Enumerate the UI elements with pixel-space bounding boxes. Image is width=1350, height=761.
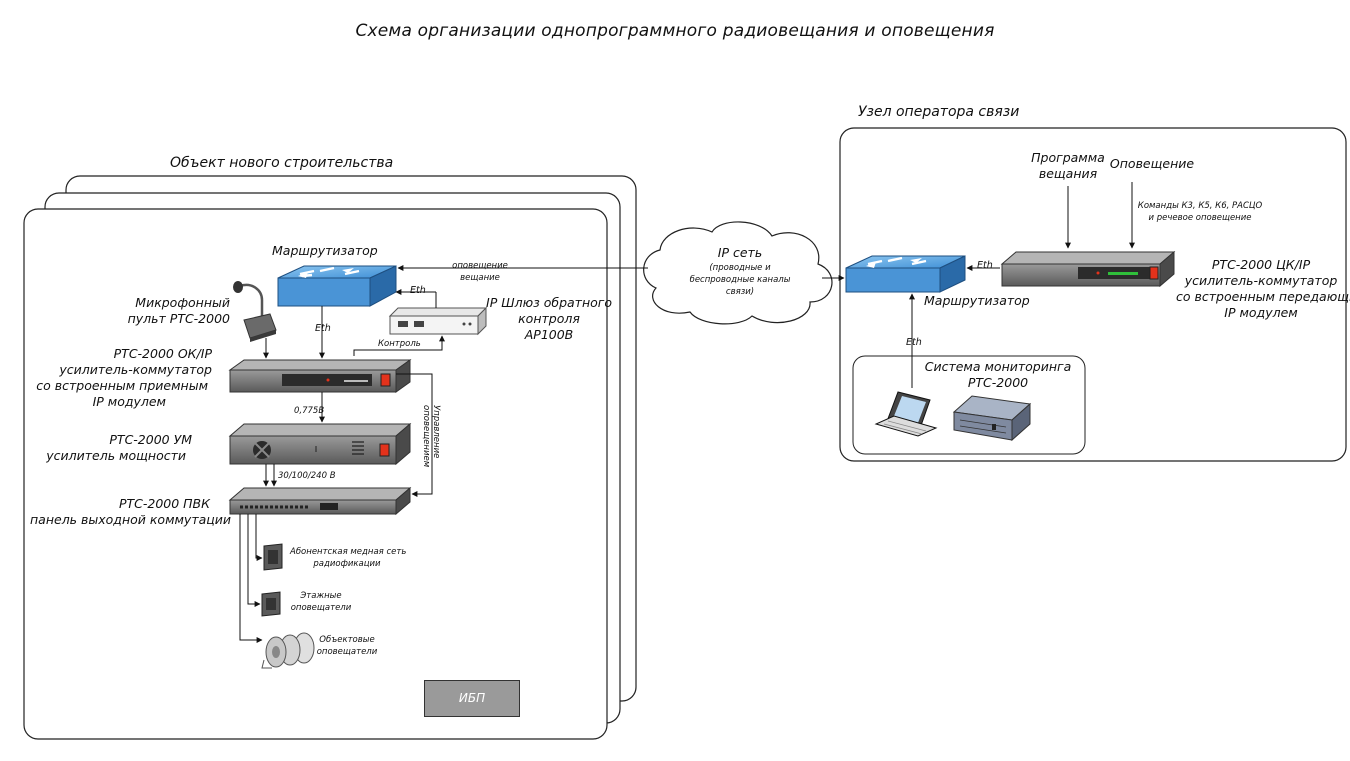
um-label-1: РТС-2000 УМ xyxy=(109,432,192,447)
control-label: Контроль xyxy=(378,339,421,349)
operator-router-icon xyxy=(845,255,966,293)
ip-network-sub-2: беспроводные каналы xyxy=(689,275,791,285)
monitoring-label-1: Система мониторинга xyxy=(924,359,1072,374)
site-eth-gateway: Eth xyxy=(410,285,426,296)
laptop-icon xyxy=(874,391,938,437)
microphone-console-icon xyxy=(233,281,277,342)
operator-eth-monitoring: Eth xyxy=(906,337,922,348)
horn-speaker-icon xyxy=(261,632,315,669)
floor-speakers-label-1: Этажные xyxy=(300,591,342,601)
ups-label: ИБП xyxy=(458,691,486,705)
warning-operator-label: Оповещение xyxy=(1109,156,1195,171)
mic-console-label-1: Микрофонный xyxy=(135,295,230,310)
ok-ip-label-1: РТС-2000 ОК/IP xyxy=(113,346,212,361)
commands-label-2: и речевое оповещение xyxy=(1148,213,1252,223)
ck-ip-label-1: РТС-2000 ЦК/IP xyxy=(1211,257,1311,272)
area-speakers-label-2: оповещатели xyxy=(316,647,378,657)
operator-label: Узел оператора связи xyxy=(858,104,1020,120)
ip-cloud xyxy=(643,221,833,325)
subscriber-net-label-1: Абонентская медная сеть xyxy=(290,547,407,557)
voltage-label-1: 0,775В xyxy=(294,406,325,416)
ip-network-sub-1: (проводные и xyxy=(709,263,771,273)
pvk-label-2: панель выходной коммутации xyxy=(30,512,232,527)
monitoring-server-icon xyxy=(952,395,1032,442)
site-router-icon xyxy=(277,265,397,307)
ck-ip-label-4: IP модулем xyxy=(1224,305,1298,320)
subscriber-speaker-icon xyxy=(263,543,283,571)
gateway-label-2: контроля xyxy=(518,311,580,326)
gateway-label-3: AP100B xyxy=(524,327,574,342)
site-router-label: Маршрутизатор xyxy=(272,243,378,258)
frame-front xyxy=(23,208,608,740)
operator-router-label: Маршрутизатор xyxy=(924,293,1030,308)
site-eth-router: Eth xyxy=(315,323,331,334)
um-label-2: усилитель мощности xyxy=(46,448,186,463)
commands-label-1: Команды К3, К5, К6, РАСЦО xyxy=(1137,201,1263,211)
pvk-device-icon xyxy=(228,486,412,516)
pvk-label-1: РТС-2000 ПВК xyxy=(118,496,210,511)
warning-label-1: оповещение xyxy=(452,261,508,271)
ip-network-sub-3: связи) xyxy=(725,287,755,297)
program-label-1: Программа xyxy=(1031,150,1105,165)
ok-ip-device-icon xyxy=(228,359,412,393)
connections-site xyxy=(239,265,648,643)
warning-label-2: вещание xyxy=(460,273,500,283)
gateway-label-1: IP Шлюз обратного xyxy=(486,295,612,310)
voltage-label-2: 30/100/240 В xyxy=(278,471,336,481)
control-vertical-label-1: Управление xyxy=(431,405,441,459)
control-vertical-label-2: оповещением xyxy=(421,405,431,468)
subscriber-net-label-2: радиофикации xyxy=(313,559,381,569)
area-speakers-label-1: Объектовые xyxy=(319,635,375,645)
monitoring-label-2: РТС-2000 xyxy=(967,375,1029,390)
program-label-2: вещания xyxy=(1038,166,1098,181)
ck-ip-label-2: усилитель-коммутатор xyxy=(1184,273,1338,288)
connections-operator xyxy=(822,182,1135,388)
ok-ip-label-4: IP модулем xyxy=(92,394,166,409)
operator-eth-device: Eth xyxy=(977,260,993,271)
um-device-icon xyxy=(228,422,412,466)
ups-box: ИБП xyxy=(424,680,520,717)
site-label: Объект нового строительства xyxy=(170,155,394,171)
floor-speakers-label-2: оповещатели xyxy=(290,603,352,613)
diagram-title: Схема организации однопрограммного радио… xyxy=(355,21,995,41)
gateway-ap100b-icon xyxy=(388,306,488,336)
floor-speaker-icon xyxy=(261,591,281,617)
ck-ip-device-icon xyxy=(1000,250,1176,288)
ck-ip-label-3: со встроенным передающим xyxy=(1176,289,1350,304)
mic-console-label-2: пульт РТС-2000 xyxy=(127,311,230,326)
ip-network-label: IP сеть xyxy=(717,245,763,260)
ok-ip-label-2: усилитель-коммутатор xyxy=(59,362,212,377)
ok-ip-label-3: со встроенным приемным xyxy=(36,378,208,393)
